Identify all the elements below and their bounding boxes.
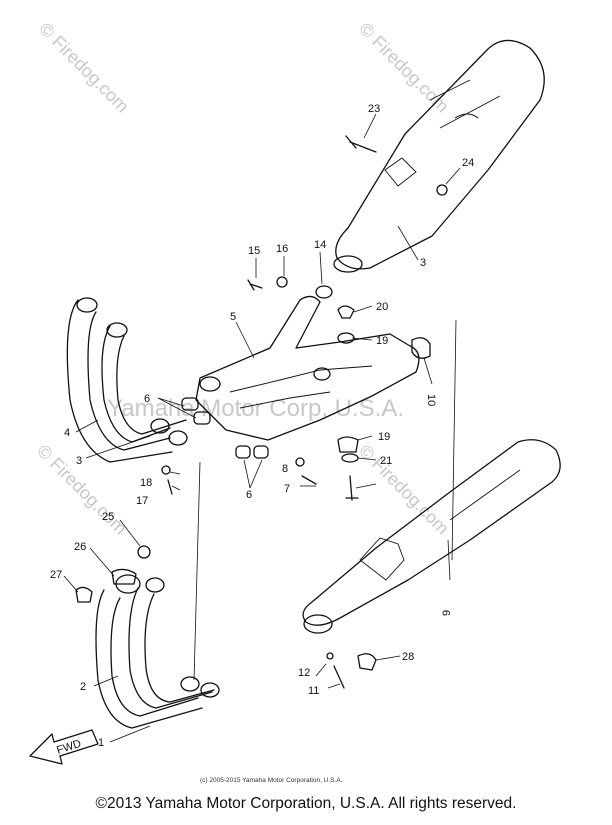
copyright-notice: ©2013 Yamaha Motor Corporation, U.S.A. A… xyxy=(95,795,517,812)
callout-4: 4 xyxy=(64,427,70,439)
callout-10: 10 xyxy=(425,394,437,406)
callout-3-lower: 3 xyxy=(76,455,82,467)
muffler-lower xyxy=(302,439,561,634)
callout-18: 18 xyxy=(140,477,152,489)
callout-6-left: 6 xyxy=(144,393,150,405)
callout-21: 21 xyxy=(380,455,392,467)
callout-12: 12 xyxy=(298,667,310,679)
callout-27: 27 xyxy=(50,569,62,581)
callout-25: 25 xyxy=(102,511,114,523)
fwd-arrow-icon: FWD xyxy=(29,729,99,765)
callout-9: 9 xyxy=(441,610,453,616)
callout-26: 26 xyxy=(74,541,86,553)
callout-1: 1 xyxy=(98,737,104,749)
callout-numbers: 23 24 3 15 16 14 20 5 19 6 10 4 19 21 3 … xyxy=(50,103,474,749)
callout-24: 24 xyxy=(462,157,474,169)
callout-2: 2 xyxy=(80,681,86,693)
watermark-site-top-right: © Firedog.com xyxy=(355,19,453,117)
drawing-credit: (c) 2005-2015 Yamaha Motor Corporation, … xyxy=(200,777,343,784)
callout-5: 5 xyxy=(230,311,236,323)
leader-lines xyxy=(63,113,461,743)
callout-19-upper: 19 xyxy=(376,335,388,347)
callout-3-upper: 3 xyxy=(420,257,426,269)
callout-17: 17 xyxy=(136,495,148,507)
exhaust-pipes-lower xyxy=(95,574,220,729)
callout-16: 16 xyxy=(276,243,288,255)
watermark-site-center: © Firedog.com xyxy=(355,441,453,539)
callout-14: 14 xyxy=(314,239,326,251)
callout-19-lower: 19 xyxy=(378,431,390,443)
callout-7: 7 xyxy=(284,483,290,495)
callout-6-right: 6 xyxy=(246,489,252,501)
callout-20: 20 xyxy=(376,301,388,313)
collector-pipe xyxy=(195,295,420,441)
callout-8: 8 xyxy=(282,463,288,475)
parts-line-art: FWD xyxy=(29,39,561,765)
callout-11: 11 xyxy=(308,685,319,697)
callout-23: 23 xyxy=(368,103,380,115)
muffler-upper xyxy=(333,39,545,273)
watermark-company: Yamaha Motor Corp, U.S.A. xyxy=(107,395,404,422)
watermark-site-top-left: © Firedog.com xyxy=(35,19,133,117)
exhaust-pipes-upper xyxy=(66,297,188,463)
callout-15: 15 xyxy=(248,245,260,257)
callout-28: 28 xyxy=(402,651,414,663)
